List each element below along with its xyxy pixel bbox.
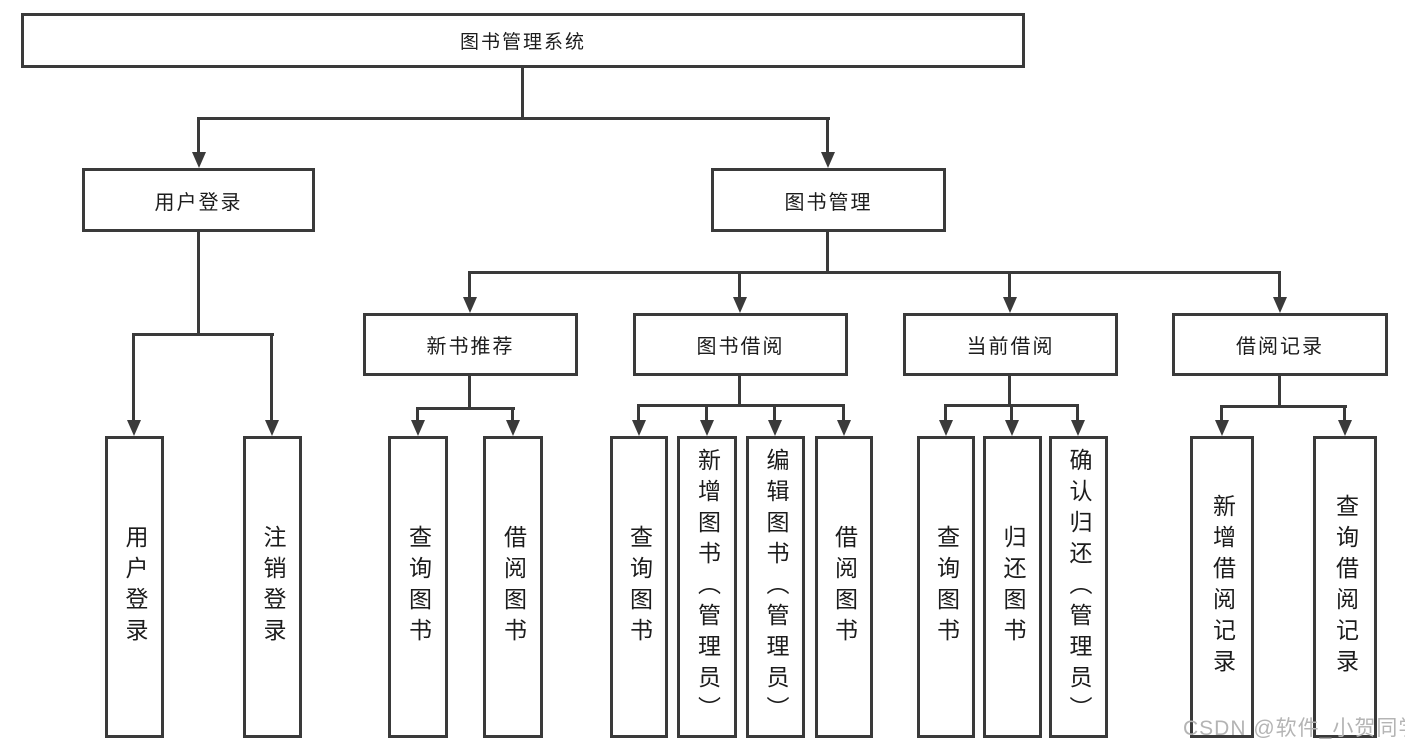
connector-line: [637, 404, 640, 420]
connector-line: [416, 407, 515, 410]
arrow-down-icon: [1071, 420, 1085, 436]
arrow-down-icon: [939, 420, 953, 436]
leaf-query-books-borrow: 查询图书: [610, 436, 668, 738]
connector-line: [198, 117, 830, 120]
arrow-down-icon: [127, 420, 141, 436]
leaf-query-books-current: 查询图书: [917, 436, 975, 738]
connector-line: [521, 68, 524, 118]
leaf-edit-books-admin: 编辑图书（管理员）: [746, 436, 805, 738]
arrow-down-icon: [1215, 420, 1229, 436]
leaf-borrow-books: 借阅图书: [815, 436, 873, 738]
node-book-borrow-label: 图书借阅: [696, 336, 785, 358]
connector-line: [1278, 271, 1281, 297]
node-new-book-recommend: 新书推荐: [363, 313, 578, 376]
node-book-management-label: 图书管理: [784, 191, 873, 214]
connector-line: [133, 333, 274, 336]
arrow-down-icon: [463, 297, 477, 313]
arrow-down-icon: [1273, 297, 1287, 313]
connector-line: [1343, 405, 1346, 420]
node-borrow-record-label: 借阅记录: [1236, 336, 1324, 358]
connector-line: [1278, 376, 1281, 408]
leaf-add-books-admin: 新增图书（管理员）: [677, 436, 737, 738]
leaf-logout-label: 注销登录: [260, 525, 286, 649]
leaf-query-books-recommend-label: 查询图书: [405, 525, 432, 649]
connector-line: [1008, 376, 1011, 407]
connector-line: [197, 232, 200, 335]
arrow-down-icon: [411, 420, 425, 436]
connector-line: [738, 271, 741, 297]
leaf-borrow-books-recommend: 借阅图书: [483, 436, 543, 738]
arrow-down-icon: [768, 420, 782, 436]
arrow-down-icon: [821, 152, 835, 168]
node-borrow-record: 借阅记录: [1172, 313, 1388, 376]
connector-line: [1010, 404, 1013, 420]
connector-line: [1220, 405, 1223, 420]
connector-line: [1008, 271, 1011, 297]
connector-line: [197, 117, 200, 154]
leaf-query-books-current-label: 查询图书: [933, 525, 960, 649]
connector-line: [637, 404, 845, 407]
connector-line: [705, 404, 708, 420]
leaf-user-login-label: 用户登录: [122, 525, 148, 649]
connector-line: [842, 404, 845, 420]
arrow-down-icon: [506, 420, 520, 436]
leaf-query-borrow-record-label: 查询借阅记录: [1332, 494, 1359, 680]
arrow-down-icon: [632, 420, 646, 436]
connector-line: [826, 232, 829, 273]
leaf-edit-books-admin-label: 编辑图书（管理员）: [763, 447, 789, 727]
connector-line: [468, 271, 471, 297]
leaf-query-books-recommend: 查询图书: [388, 436, 448, 738]
leaf-query-borrow-record: 查询借阅记录: [1313, 436, 1377, 738]
connector-line: [416, 407, 419, 420]
node-book-management: 图书管理: [711, 168, 946, 232]
leaf-borrow-books-recommend-label: 借阅图书: [500, 525, 527, 649]
node-user-login: 用户登录: [82, 168, 315, 232]
leaf-query-books-borrow-label: 查询图书: [626, 525, 653, 649]
connector-line: [944, 404, 947, 420]
leaf-add-books-admin-label: 新增图书（管理员）: [694, 447, 721, 727]
arrow-down-icon: [1003, 297, 1017, 313]
connector-line: [132, 333, 135, 420]
arrow-down-icon: [733, 297, 747, 313]
connector-line: [1076, 404, 1079, 420]
leaf-add-borrow-record: 新增借阅记录: [1190, 436, 1254, 738]
node-library-management-system-label: 图书管理系统: [459, 32, 586, 53]
csdn-watermark: CSDN @软件_小贺同学: [1183, 717, 1405, 740]
connector-line: [270, 333, 273, 420]
leaf-borrow-books-label: 借阅图书: [831, 525, 858, 649]
leaf-add-borrow-record-label: 新增借阅记录: [1209, 494, 1236, 680]
leaf-return-books: 归还图书: [983, 436, 1042, 738]
node-library-management-system: 图书管理系统: [21, 13, 1025, 68]
connector-line: [773, 404, 776, 420]
node-book-borrow: 图书借阅: [633, 313, 848, 376]
leaf-return-books-label: 归还图书: [1000, 525, 1026, 649]
connector-line: [511, 407, 514, 420]
arrow-down-icon: [1338, 420, 1352, 436]
leaf-user-login: 用户登录: [105, 436, 164, 738]
connector-line: [826, 117, 829, 154]
arrow-down-icon: [700, 420, 714, 436]
connector-line: [738, 376, 741, 407]
leaf-confirm-return-admin-label: 确认归还（管理员）: [1066, 447, 1092, 727]
leaf-confirm-return-admin: 确认归还（管理员）: [1049, 436, 1108, 738]
node-current-borrow-label: 当前借阅: [966, 336, 1055, 358]
node-user-login-label: 用户登录: [154, 191, 243, 214]
connector-line: [468, 271, 1281, 274]
leaf-logout: 注销登录: [243, 436, 302, 738]
arrow-down-icon: [1005, 420, 1019, 436]
connector-line: [1220, 405, 1347, 408]
node-new-book-recommend-label: 新书推荐: [426, 336, 515, 358]
arrow-down-icon: [837, 420, 851, 436]
arrow-down-icon: [192, 152, 206, 168]
arrow-down-icon: [265, 420, 279, 436]
node-current-borrow: 当前借阅: [903, 313, 1118, 376]
connector-line: [468, 376, 471, 409]
